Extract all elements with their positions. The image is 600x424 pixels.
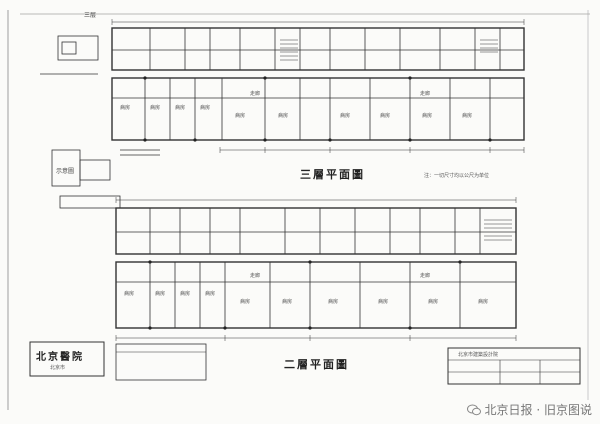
room-label: 病房 [120, 105, 131, 111]
drawing-note: 注：一切尺寸均以公尺为单位 [424, 173, 490, 179]
room-label: 病房 [205, 291, 216, 297]
title-block [447, 347, 581, 385]
wechat-icon [466, 404, 481, 415]
room-label: 病房 [180, 291, 191, 297]
corridor-label: 走廊 [250, 273, 261, 279]
left-block-title: 北京醫院 [36, 352, 84, 363]
room-label: 病房 [150, 105, 161, 111]
room-label: 病房 [478, 299, 489, 305]
room-label: 病房 [378, 299, 389, 305]
left-block-sub: 北京市 [50, 365, 66, 371]
center-legend-box [115, 343, 207, 381]
room-label: 病房 [235, 113, 246, 119]
title-block-text: 北京市建築設計院 [458, 352, 499, 358]
corner-label: 三层 [84, 12, 97, 19]
room-label: 病房 [278, 113, 289, 119]
corridor-label: 走廊 [420, 91, 431, 97]
room-label: 病房 [422, 113, 433, 119]
watermark: 北京日报 · 旧京图说 [466, 401, 592, 418]
corridor-label: 走廊 [250, 91, 261, 97]
left-title-block [29, 341, 105, 377]
left-detail-sketch [40, 35, 160, 209]
room-label: 病房 [155, 291, 166, 297]
left-sketch-tag: 示意圖 [56, 168, 75, 175]
lower-plan-title: 二層平面圖 [284, 358, 349, 371]
lower-floor-plan [115, 197, 517, 341]
room-label: 病房 [428, 299, 439, 305]
room-label: 病房 [124, 291, 135, 297]
room-label: 病房 [462, 113, 473, 119]
room-label: 病房 [240, 299, 251, 305]
room-label: 病房 [328, 299, 339, 305]
upper-plan-title: 三層平面圖 [300, 168, 365, 181]
room-label: 病房 [282, 299, 293, 305]
room-label: 病房 [175, 105, 186, 111]
room-label: 病房 [200, 105, 211, 111]
room-label: 病房 [380, 113, 391, 119]
corridor-label: 走廊 [420, 273, 431, 279]
room-label: 病房 [340, 113, 351, 119]
watermark-text: 北京日报 · 旧京图说 [484, 403, 592, 417]
upper-floor-plan [111, 19, 525, 153]
